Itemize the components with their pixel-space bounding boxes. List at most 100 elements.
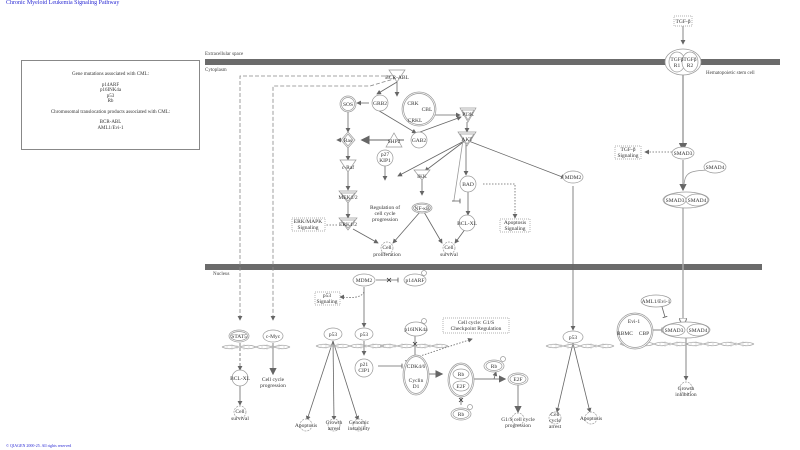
node-smad3[interactable]: SMAD3 [671, 146, 695, 160]
node-cell-cycle-arrest[interactable]: Cell cycle arrest [548, 411, 562, 430]
svg-text:Rb: Rb [458, 412, 465, 418]
node-stat5[interactable]: STAT5 [228, 329, 250, 343]
node-apoptosis-1[interactable]: Apoptosis [295, 418, 317, 432]
svg-text:p53: p53 [323, 293, 332, 299]
node-grb2[interactable]: GRB2 [371, 94, 389, 112]
node-bcr-abl[interactable]: BCR-ABL [385, 69, 410, 83]
node-tgfb-signaling[interactable]: TGF-β Signaling [614, 145, 642, 160]
svg-text:SMAD4: SMAD4 [688, 198, 707, 204]
node-e2f[interactable]: E2F [507, 372, 529, 386]
legend-mutation: p14ARF [101, 82, 120, 88]
legend-mutation: p16INK4a [99, 88, 122, 93]
page-title[interactable]: Chronic Myeloid Leukemia Signaling Pathw… [6, 0, 120, 6]
node-smad3-smad4-complex[interactable]: SMAD3 SMAD4 [662, 191, 710, 209]
node-ras[interactable]: Ras [340, 131, 356, 149]
node-bad[interactable]: BAD [459, 175, 477, 193]
legend-box: Gene mutations associated with CML: p14A… [21, 60, 200, 150]
node-growth-arrest[interactable]: Growth arrest [326, 418, 343, 432]
svg-text:c-Myc: c-Myc [266, 334, 281, 340]
svg-text:TGFβ: TGFβ [670, 57, 683, 63]
svg-text:proliferation: proliferation [373, 251, 401, 258]
node-p53-b[interactable]: p53 [354, 327, 374, 341]
node-p16ink4a[interactable]: p16INK4a [404, 318, 428, 337]
node-smad4[interactable]: SMAD4 [703, 160, 727, 174]
node-rb-e2f-complex[interactable]: Rb E2F [447, 362, 475, 398]
svg-text:Cell cycle: G1/S: Cell cycle: G1/S [458, 320, 494, 326]
svg-text:MEK1/2: MEK1/2 [338, 195, 358, 201]
node-cell-survival-nuclear[interactable]: Cell survival [231, 405, 249, 422]
svg-text:Apoptosis: Apoptosis [504, 220, 526, 226]
node-apoptosis-signaling[interactable]: Apoptosis Signaling [499, 218, 531, 233]
extracellular-label: Extracellular space [205, 52, 244, 57]
node-tgfb[interactable]: TGF-β [673, 15, 693, 27]
node-aml1-evi1[interactable]: AML1/Evi-1 [640, 294, 672, 308]
node-cdk46-cyclind1[interactable]: CDK4/6 Cyclin D1 [402, 354, 430, 396]
node-nfkb[interactable]: NF-κB [411, 202, 433, 214]
node-bcl-xl-nuclear[interactable]: BCL-XL [230, 369, 251, 387]
node-mdm2-cyto[interactable]: MDM2 [562, 170, 584, 184]
node-p21[interactable]: p21 CIP1 [354, 358, 374, 378]
node-p27[interactable]: p27 KIP1 [376, 149, 394, 167]
svg-text:SMAD3: SMAD3 [665, 328, 684, 334]
svg-text:CRKL: CRKL [408, 118, 423, 124]
svg-text:SMAD4: SMAD4 [689, 328, 708, 334]
node-tgfb-receptor[interactable]: TGFβ R1 TGFβ R2 [664, 48, 702, 76]
node-crk-complex[interactable]: CRK CBL CRKL [401, 91, 437, 127]
node-cmyc[interactable]: c-Myc [262, 329, 284, 343]
node-smad3-smad4-nuclear[interactable]: SMAD3 SMAD4 [661, 321, 711, 339]
node-gab2[interactable]: GAB2 [410, 131, 428, 149]
svg-text:AKT: AKT [461, 137, 473, 143]
svg-text:Genomic: Genomic [349, 420, 370, 426]
svg-text:E2F: E2F [456, 384, 465, 390]
node-erk-signaling[interactable]: ERK/MAPK Signaling [291, 217, 326, 232]
node-evi1-complex[interactable]: Evi-1 RBMC CBP [616, 312, 654, 350]
svg-text:p14ARF: p14ARF [406, 278, 425, 284]
node-g1s-progression[interactable]: G1/S cell cycle progression [501, 412, 535, 429]
svg-text:CBL: CBL [422, 107, 433, 113]
svg-text:NF-κB: NF-κB [414, 206, 430, 212]
svg-text:arrest: arrest [549, 424, 562, 430]
legend-translocations-heading: Chromosomal translocation products assoc… [50, 109, 171, 115]
node-sos[interactable]: SOS [339, 95, 357, 113]
node-g1s-checkpoint[interactable]: Cell cycle: G1/S Checkpoint Regulation [442, 317, 510, 334]
svg-text:cycle: cycle [549, 418, 561, 424]
copyright: © QIAGEN 2000-25. All rights reserved [6, 443, 72, 448]
node-ikk[interactable]: IKK [413, 169, 431, 181]
svg-text:IKK: IKK [417, 174, 427, 180]
svg-text:progression: progression [260, 383, 286, 389]
node-akt[interactable]: AKT [457, 131, 477, 147]
node-craf[interactable]: c-Raf [339, 159, 357, 173]
node-mek[interactable]: MEK1/2 [338, 190, 358, 204]
svg-text:ERK/MAPK: ERK/MAPK [294, 219, 322, 225]
node-rb-phospho[interactable]: Rb [483, 356, 506, 373]
label-cell-cycle-progression[interactable]: Cell cycle progression [260, 377, 286, 389]
legend-mutation: Rb [107, 99, 114, 104]
node-genomic-instability[interactable]: Genomic instability [348, 418, 370, 432]
legend-translocation: AML1/Evi-1 [97, 125, 124, 131]
node-p53-c[interactable]: p53 [562, 330, 584, 344]
svg-text:SMAD4: SMAD4 [706, 165, 725, 171]
node-shp2[interactable]: SHP2 [385, 132, 403, 148]
node-growth-inhibition[interactable]: Growth inhibition [675, 381, 697, 398]
node-pi3k[interactable]: PI3K [459, 107, 477, 123]
node-p53-a[interactable]: p53 [323, 327, 343, 341]
node-mdm2-nuclear[interactable]: MDM2 [352, 273, 376, 287]
node-rb-2[interactable]: Rb [450, 404, 473, 421]
svg-text:arrest: arrest [328, 426, 341, 432]
label-regulation-cell-cycle[interactable]: Regulation of cell cycle progression [370, 204, 400, 223]
node-cell-survival-cyto[interactable]: Cell survival [440, 241, 458, 258]
node-bcl-xl-cyto[interactable]: BCL-XL [457, 214, 478, 232]
svg-text:CIP1: CIP1 [358, 368, 370, 374]
svg-text:progression: progression [505, 423, 531, 429]
node-p14arf[interactable]: p14ARF [403, 270, 427, 287]
svg-text:SMAD3: SMAD3 [674, 151, 693, 157]
svg-text:MDM2: MDM2 [565, 175, 582, 181]
svg-text:ERK1/2: ERK1/2 [339, 222, 357, 228]
svg-text:survival: survival [440, 252, 458, 258]
node-p53-signaling[interactable]: p53 Signaling [314, 291, 341, 306]
node-apoptosis-2[interactable]: Apoptosis [580, 411, 602, 425]
node-erk[interactable]: ERK1/2 [338, 217, 358, 231]
svg-text:cell cycle: cell cycle [375, 211, 396, 217]
node-cell-proliferation[interactable]: Cell proliferation [373, 241, 401, 258]
